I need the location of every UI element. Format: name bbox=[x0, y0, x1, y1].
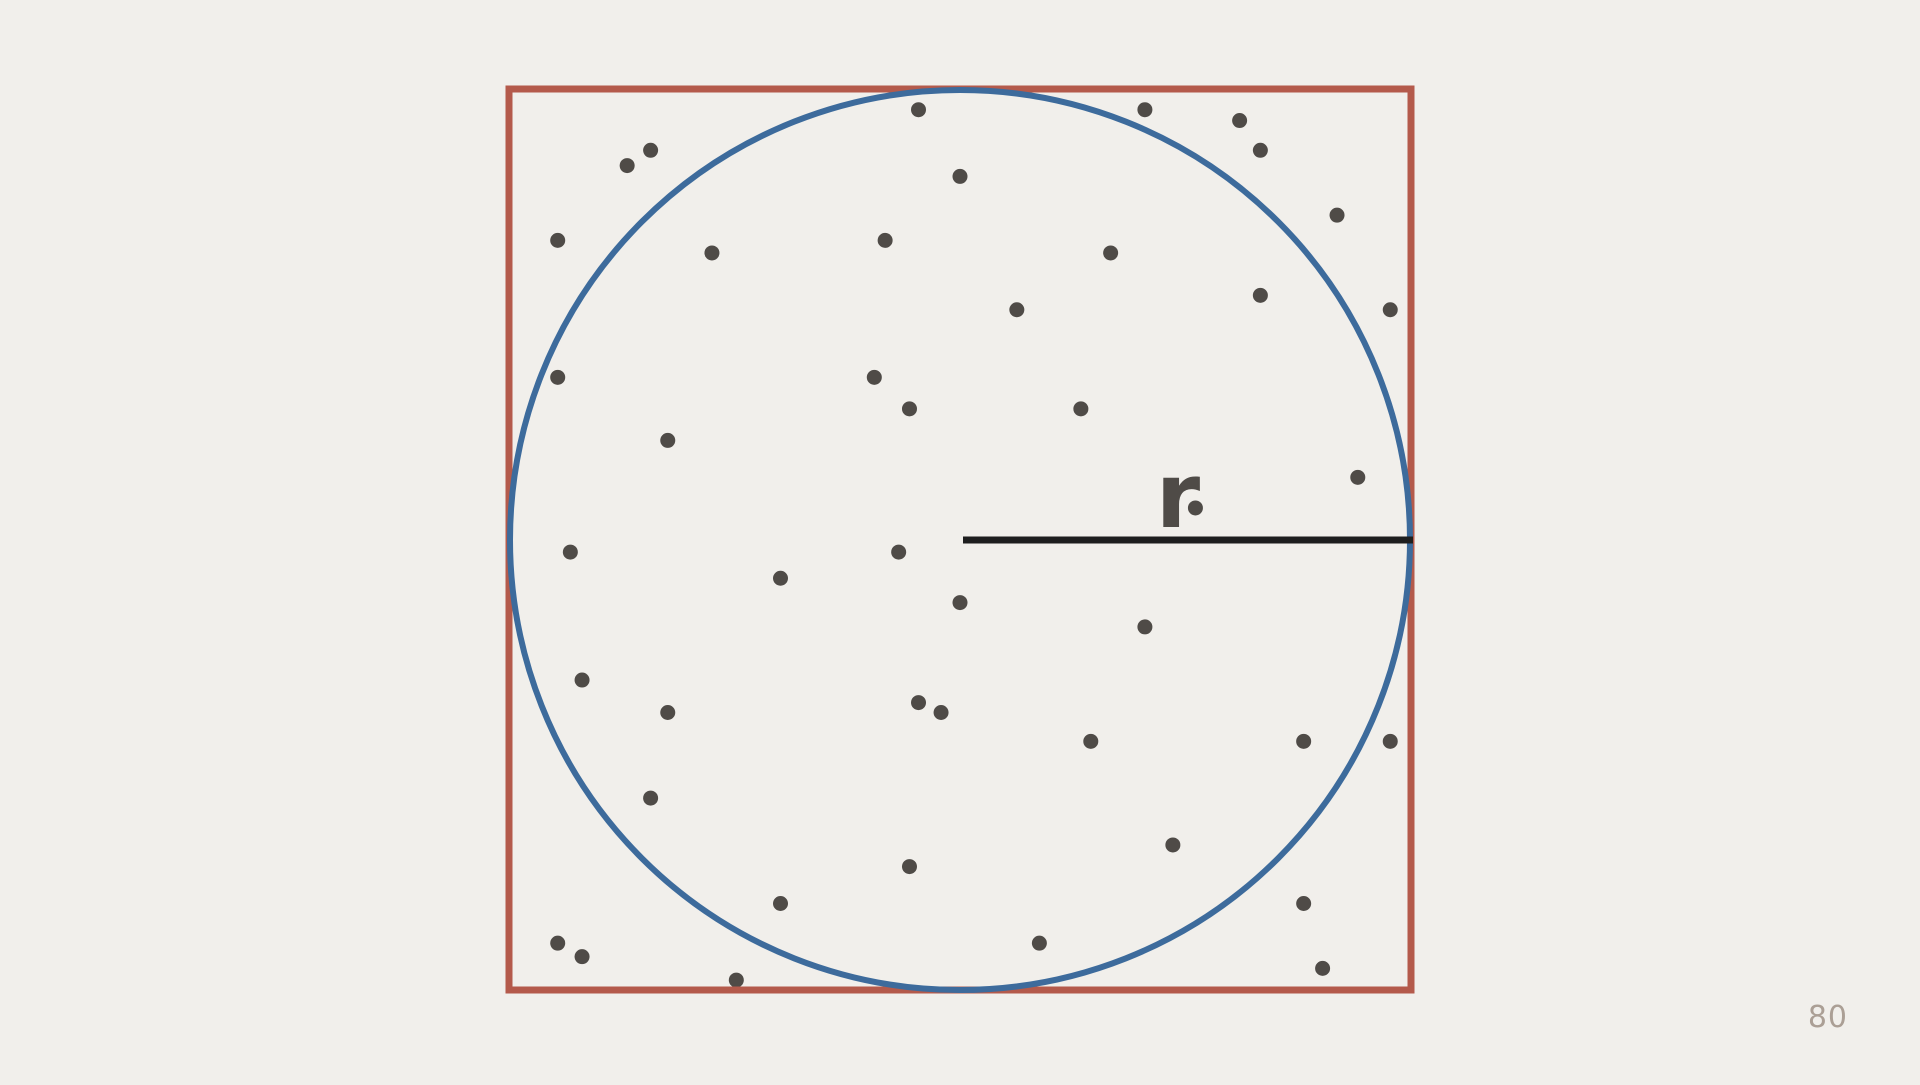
sample-point bbox=[866, 369, 882, 385]
sample-point bbox=[1165, 837, 1181, 853]
sample-point bbox=[574, 672, 590, 688]
sample-point bbox=[911, 695, 927, 711]
sample-point bbox=[952, 595, 968, 611]
sample-point bbox=[660, 432, 676, 448]
sample-point bbox=[1083, 733, 1099, 749]
sample-point bbox=[877, 232, 893, 248]
sample-point bbox=[933, 704, 949, 720]
sample-point bbox=[728, 972, 744, 988]
sample-point bbox=[660, 704, 676, 720]
sample-point bbox=[911, 102, 927, 118]
sample-point bbox=[1252, 142, 1268, 158]
sample-point bbox=[901, 401, 917, 417]
sample-points bbox=[550, 102, 1398, 988]
sample-point bbox=[643, 142, 659, 158]
sample-point bbox=[1296, 896, 1312, 912]
sample-point bbox=[1232, 113, 1248, 129]
sample-point bbox=[901, 859, 917, 875]
sample-point bbox=[1031, 935, 1047, 951]
sample-point bbox=[1382, 302, 1398, 318]
sample-point bbox=[1382, 733, 1398, 749]
sample-point bbox=[1329, 207, 1345, 223]
sample-point bbox=[773, 570, 789, 586]
sample-point bbox=[550, 232, 566, 248]
sample-point bbox=[1315, 960, 1331, 976]
sample-point bbox=[1009, 302, 1025, 318]
sample-point bbox=[1137, 619, 1153, 635]
sample-point bbox=[562, 544, 578, 560]
sample-point bbox=[1137, 102, 1153, 118]
sample-point bbox=[550, 369, 566, 385]
sample-point bbox=[619, 158, 635, 174]
sample-point bbox=[1350, 469, 1366, 485]
sample-point bbox=[550, 935, 566, 951]
sample-point bbox=[891, 544, 907, 560]
sample-point bbox=[704, 245, 720, 261]
sample-point bbox=[643, 790, 659, 806]
sample-point bbox=[1296, 733, 1312, 749]
sample-point bbox=[574, 949, 590, 965]
sample-point bbox=[1103, 245, 1119, 261]
sample-point bbox=[952, 168, 968, 184]
page-number: 80 bbox=[1807, 1000, 1848, 1035]
radius-label: r bbox=[1156, 444, 1201, 549]
sample-point bbox=[1073, 401, 1089, 417]
sample-point bbox=[1252, 287, 1268, 303]
sample-point bbox=[773, 896, 789, 912]
sample-point bbox=[1187, 500, 1203, 516]
